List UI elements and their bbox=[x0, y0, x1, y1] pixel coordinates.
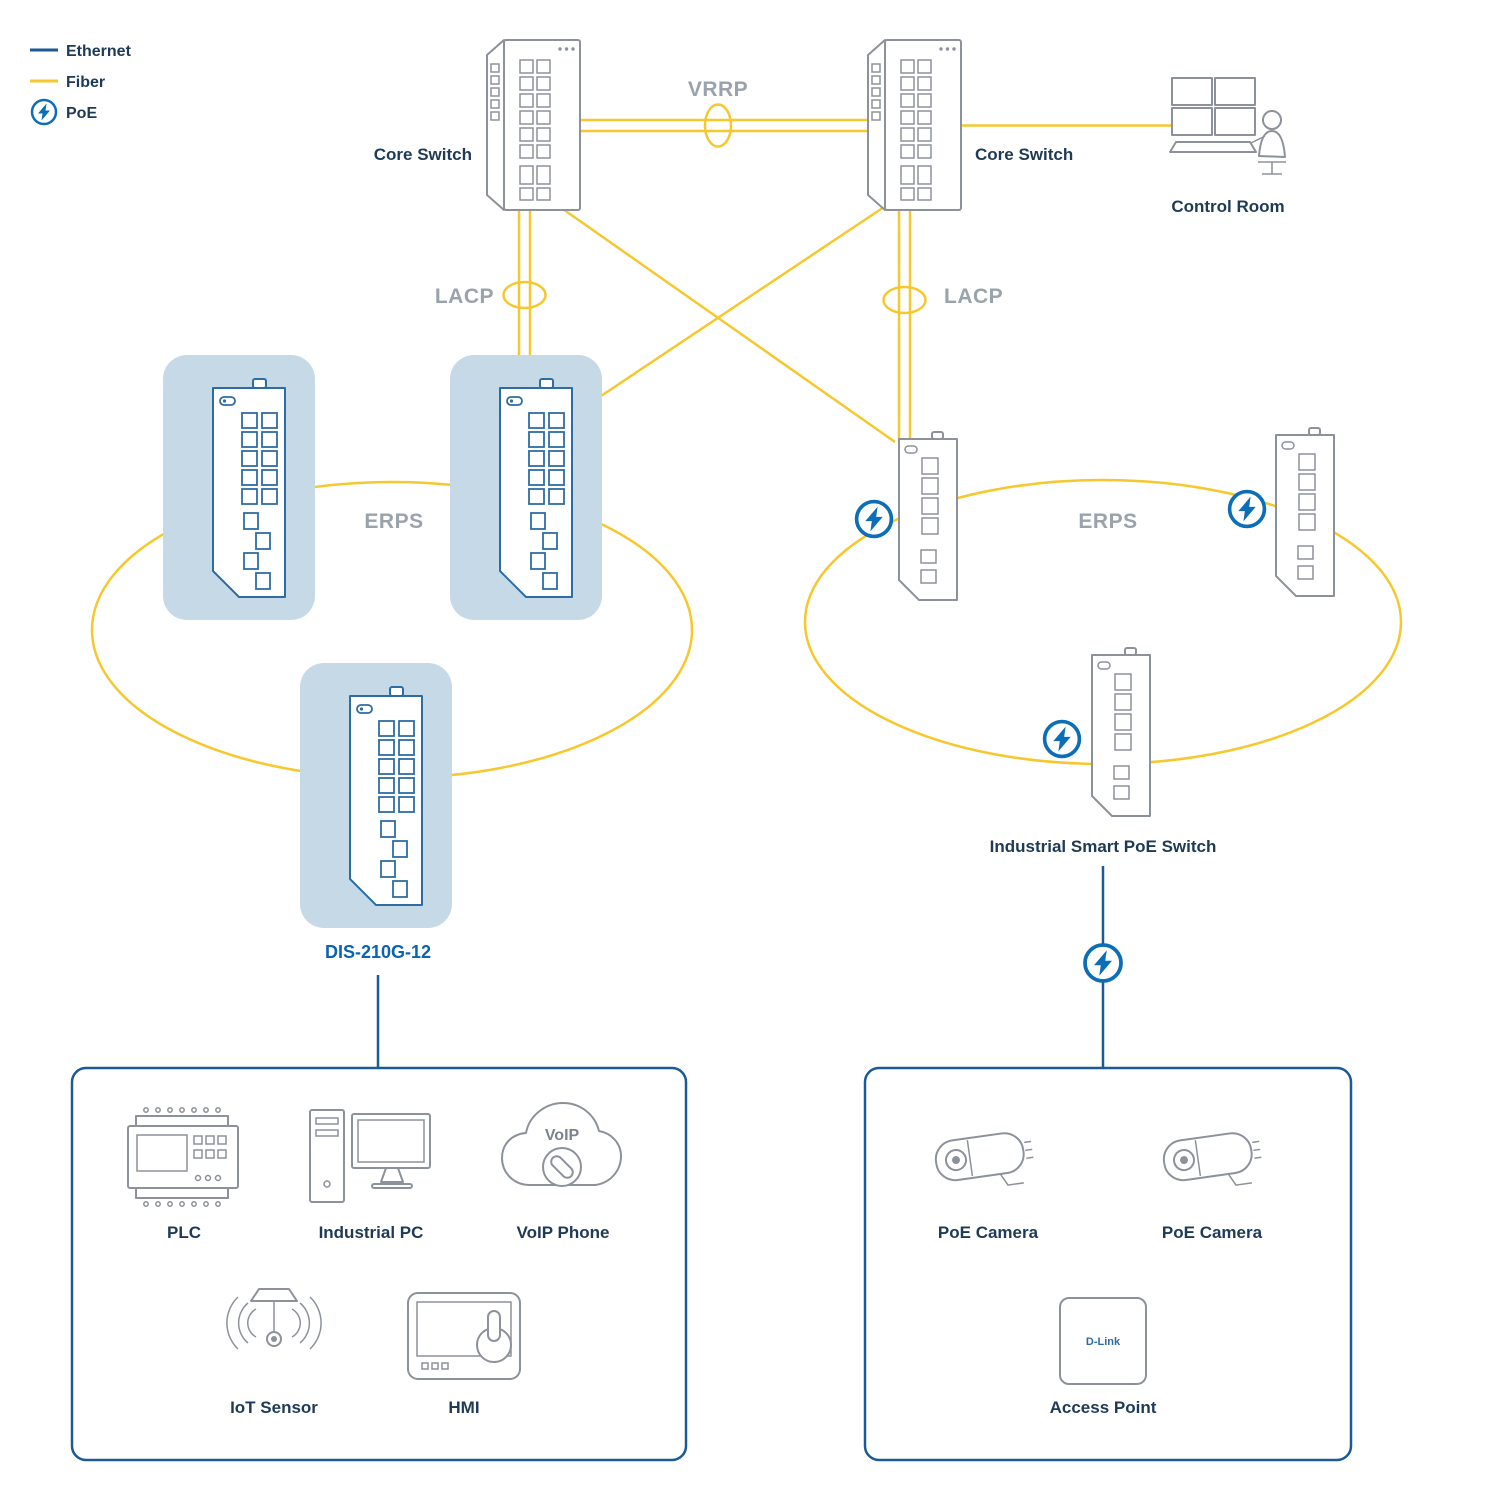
poe-icon-legend bbox=[30, 98, 58, 126]
ethernet-links bbox=[376, 866, 1105, 1068]
poe-switch-icon-2 bbox=[1275, 427, 1335, 597]
poe-switch-icon-1 bbox=[898, 431, 958, 601]
erps-left-label: ERPS bbox=[364, 510, 423, 533]
plc-label: PLC bbox=[167, 1223, 201, 1242]
legend-fiber-label: Fiber bbox=[66, 74, 105, 91]
legend-poe-label: PoE bbox=[66, 105, 97, 122]
vrrp-label: VRRP bbox=[688, 78, 748, 101]
cross-link-left-to-right bbox=[559, 205, 896, 444]
hmi-icon bbox=[407, 1292, 521, 1380]
poe-icon-switch-1 bbox=[854, 499, 894, 539]
lacp-right-label: LACP bbox=[944, 285, 1003, 308]
lacp-right-aggregation-symbol bbox=[882, 285, 927, 315]
lacp-left-label: LACP bbox=[435, 285, 494, 308]
poe-camera-right-icon bbox=[1162, 1132, 1262, 1186]
voip-phone-label: VoIP Phone bbox=[517, 1223, 610, 1242]
erps-right-label: ERPS bbox=[1078, 510, 1137, 533]
core-switch-left-icon bbox=[486, 39, 581, 211]
poe-camera-right-label: PoE Camera bbox=[1162, 1223, 1263, 1242]
poe-camera-left-label: PoE Camera bbox=[938, 1223, 1039, 1242]
industrial-pc-icon bbox=[309, 1109, 431, 1203]
handset-icon bbox=[550, 1155, 574, 1179]
dis-switch-icon-3 bbox=[349, 686, 423, 906]
industrial-poe-switch-label: Industrial Smart PoE Switch bbox=[990, 837, 1217, 856]
legend-ethernet-label: Ethernet bbox=[66, 43, 132, 60]
access-point-icon: D-Link bbox=[1059, 1297, 1147, 1385]
legend: Ethernet Fiber PoE bbox=[30, 43, 132, 122]
industrial-pc-label: Industrial PC bbox=[319, 1223, 424, 1242]
poe-camera-left-icon bbox=[934, 1132, 1034, 1186]
core-switch-right-icon bbox=[867, 39, 962, 211]
hmi-label: HMI bbox=[448, 1398, 479, 1417]
dis-switch-icon-2 bbox=[499, 378, 573, 598]
poe-icon-ethernet-line bbox=[1083, 943, 1123, 983]
iot-sensor-icon bbox=[226, 1288, 322, 1350]
access-point-label: Access Point bbox=[1050, 1398, 1157, 1417]
plc-icon bbox=[127, 1107, 239, 1207]
core-switch-right-label: Core Switch bbox=[975, 145, 1073, 164]
cross-link-right-to-left bbox=[597, 205, 885, 400]
poe-icon-switch-3 bbox=[1042, 719, 1082, 759]
dis-switch-icon-1 bbox=[212, 378, 286, 598]
voip-cloud-text: VoIP bbox=[545, 1127, 580, 1144]
poe-icon-switch-2 bbox=[1227, 489, 1267, 529]
iot-sensor-label: IoT Sensor bbox=[230, 1398, 318, 1417]
dis-switch-label: DIS-210G-12 bbox=[325, 942, 431, 962]
control-room-label: Control Room bbox=[1171, 197, 1284, 216]
access-point-brand-text: D-Link bbox=[1086, 1336, 1121, 1348]
poe-switch-icon-3 bbox=[1091, 647, 1151, 817]
vrrp-aggregation-symbol bbox=[703, 103, 733, 148]
core-switch-left-label: Core Switch bbox=[374, 145, 472, 164]
lacp-left-aggregation-symbol bbox=[502, 280, 547, 310]
control-room-icon bbox=[1169, 77, 1286, 175]
voip-phone-icon: VoIP bbox=[501, 1102, 622, 1187]
